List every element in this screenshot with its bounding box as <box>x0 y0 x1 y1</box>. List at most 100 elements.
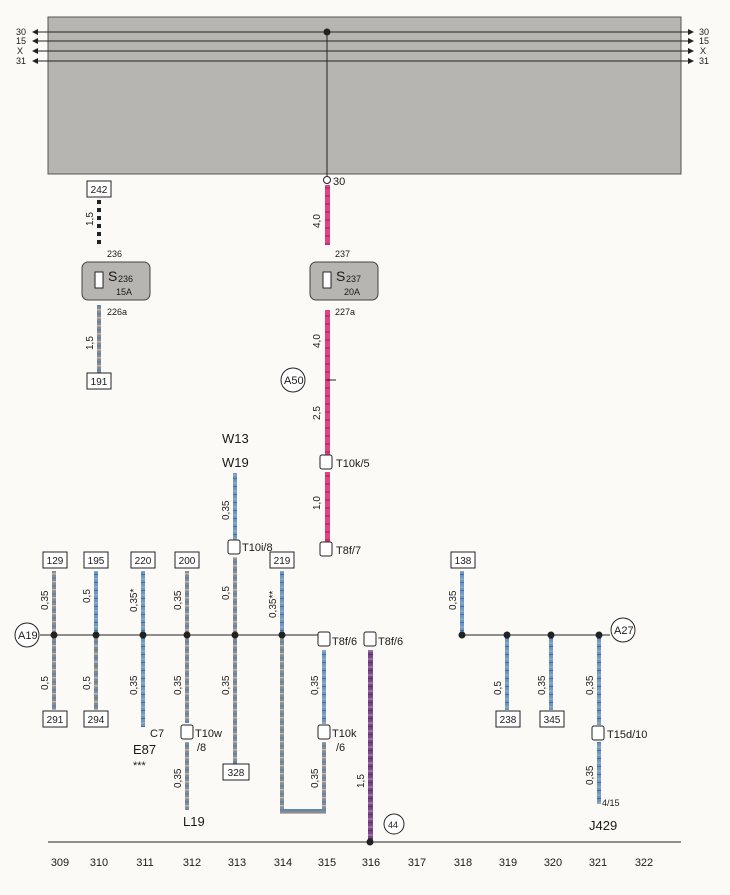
box-219: 219 <box>274 556 291 567</box>
bus-label-right-15: 15 <box>699 36 709 46</box>
wire-size-311: 0,35 <box>129 675 140 695</box>
box-345: 345 <box>544 715 561 726</box>
wire-size-30a: 4,0 <box>312 214 323 228</box>
label-t10k5: T10k/5 <box>336 458 370 470</box>
box-291: 291 <box>47 715 64 726</box>
wire-size-315a: 0,35 <box>310 675 321 695</box>
bus-arrows <box>32 29 694 64</box>
label-w19: W19 <box>222 455 249 470</box>
wire-size-291: 0,5 <box>40 676 51 690</box>
svg-text:A50: A50 <box>284 375 304 387</box>
junction-dots <box>50 631 603 846</box>
connection-lines <box>40 379 681 843</box>
bus-junction <box>323 28 331 36</box>
label-e87-note: *** <box>133 760 147 772</box>
column-309: 309 <box>51 857 69 869</box>
column-314: 314 <box>274 857 292 869</box>
wire-size-191: 1,5 <box>85 336 96 350</box>
svg-text:15A: 15A <box>116 287 132 297</box>
fuse-s236-pin-in: 236 <box>107 249 122 259</box>
box-328: 328 <box>228 768 245 779</box>
wire-size-313c: 0,35 <box>221 675 232 695</box>
svg-text:S: S <box>336 268 345 284</box>
wire-size-313: 0,35 <box>221 500 232 520</box>
wires <box>52 185 601 842</box>
wire-size-313b: 0,5 <box>221 586 232 600</box>
wire-size-138: 0,35 <box>448 590 459 610</box>
relay-panel <box>47 16 682 175</box>
circle-a19: A19 <box>14 622 40 648</box>
label-w13: W13 <box>222 431 249 446</box>
wire-size-200: 0,35 <box>173 590 184 610</box>
label-t10k6-pin: /6 <box>336 742 345 754</box>
wire-size-294: 0,5 <box>82 676 93 690</box>
column-313: 313 <box>228 857 246 869</box>
reference-boxes <box>42 180 565 781</box>
box-294: 294 <box>88 715 105 726</box>
label-t10i8: T10i/8 <box>242 542 273 554</box>
label-t10w: T10w <box>195 728 222 740</box>
bus-label-right-30: 30 <box>699 27 709 37</box>
fuse-s236-pin-out: 226a <box>107 307 127 317</box>
fuse-s237: S 237 20A 237 227a <box>309 249 379 317</box>
box-200: 200 <box>179 556 196 567</box>
svg-text:236: 236 <box>118 274 133 284</box>
column-319: 319 <box>499 857 517 869</box>
wire-size-129: 0,35 <box>40 590 51 610</box>
wire-size-312b: 0,35 <box>173 768 184 788</box>
column-311: 311 <box>136 857 154 869</box>
bus-label-right-31: 31 <box>699 56 709 66</box>
terminal-30-label: 30 <box>333 176 345 188</box>
box-195: 195 <box>88 556 105 567</box>
column-310: 310 <box>90 857 108 869</box>
connector-symbols <box>180 454 605 741</box>
svg-text:S: S <box>108 268 117 284</box>
wire-size-30b: 4,0 <box>312 334 323 348</box>
box-129: 129 <box>47 556 64 567</box>
bus-lines <box>36 31 690 62</box>
circle-ground-44: 44 <box>383 813 405 835</box>
box-138: 138 <box>455 556 472 567</box>
svg-text:44: 44 <box>388 820 398 830</box>
label-t8f6a: T8f/6 <box>332 636 357 648</box>
label-l19: L19 <box>183 814 205 829</box>
column-315: 315 <box>318 857 336 869</box>
fuse-s237-pin-out: 227a <box>335 307 355 317</box>
circle-a27: A27 <box>610 617 636 643</box>
wire-size-30d: 1,0 <box>312 496 323 510</box>
wire-size-220: 0,35* <box>129 589 140 612</box>
circle-a50: A50 <box>280 367 306 393</box>
label-t8f6b: T8f/6 <box>378 636 403 648</box>
svg-text:A27: A27 <box>614 625 634 637</box>
bus-label-left-30: 30 <box>16 27 26 37</box>
wire-size-315b: 0,35 <box>310 768 321 788</box>
svg-text:20A: 20A <box>344 287 360 297</box>
wire-size-345: 0,35 <box>537 675 548 695</box>
fuse-s236: S 236 15A 236 226a <box>81 249 151 317</box>
label-c7: C7 <box>150 728 164 740</box>
box-238: 238 <box>500 715 517 726</box>
column-312: 312 <box>183 857 201 869</box>
label-t10w-pin: /8 <box>197 742 206 754</box>
terminal-30 <box>323 176 331 184</box>
bus-label-left-15: 15 <box>16 36 26 46</box>
box-220: 220 <box>135 556 152 567</box>
column-316: 316 <box>362 857 380 869</box>
bus-label-right-x: X <box>700 46 706 56</box>
label-j429: J429 <box>589 818 617 833</box>
wire-size-321a: 0,35 <box>585 675 596 695</box>
column-318: 318 <box>454 857 472 869</box>
label-t10k6: T10k <box>332 728 357 740</box>
label-j429-pin: 4/15 <box>602 798 620 808</box>
label-t8f7: T8f/7 <box>336 545 361 557</box>
wire-size-238: 0,5 <box>493 681 504 695</box>
wire-size-316: 1,5 <box>356 774 367 788</box>
wire-size-321b: 0,35 <box>585 765 596 785</box>
box-191: 191 <box>91 377 108 388</box>
wire-size-242: 1,5 <box>85 212 96 226</box>
wire-size-312: 0,35 <box>173 675 184 695</box>
column-322: 322 <box>635 857 653 869</box>
wire-size-219: 0,35** <box>268 591 279 618</box>
bus-label-left-31: 31 <box>16 56 26 66</box>
